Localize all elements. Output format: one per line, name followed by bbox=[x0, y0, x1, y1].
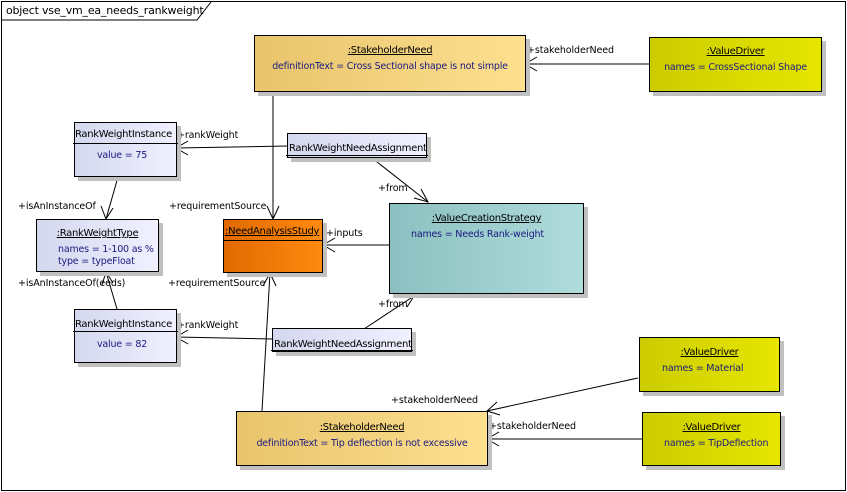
label-rank-weight-2: +rankWeight bbox=[177, 320, 239, 331]
label-stakeholder-need-top: +stakeholderNeed bbox=[527, 45, 614, 56]
header-divider bbox=[73, 331, 178, 332]
arrowhead-icon bbox=[101, 270, 114, 286]
link-rwna2-rwi2 bbox=[175, 336, 273, 340]
frame-tab-outline bbox=[1, 1, 212, 21]
rank-weight-need-assignment-node-2[interactable]: RankWeightNeedAssignment bbox=[271, 328, 413, 352]
node-attribute-type: type = typeFloat bbox=[58, 256, 135, 267]
node-title: :ValueDriver bbox=[680, 347, 739, 358]
node-attribute: definitionText = Tip deflection is not e… bbox=[256, 438, 468, 449]
header-divider bbox=[271, 350, 413, 351]
node-attribute: names = Material bbox=[662, 363, 744, 374]
link-rwna1-rwi1 bbox=[175, 145, 288, 149]
label-from-1: +from bbox=[378, 183, 408, 194]
frame-title-tab: object vse_vm_ea_needs_rankweight bbox=[1, 1, 212, 21]
value-creation-strategy-node[interactable]: :ValueCreationStrategy names = Needs Ran… bbox=[389, 203, 584, 294]
label-requirement-source-1: +requirementSource bbox=[169, 201, 267, 212]
label-inputs: +inputs bbox=[326, 228, 363, 239]
link-rwna1-vcs bbox=[371, 157, 429, 203]
arrowhead-icon bbox=[100, 205, 114, 221]
value-driver-node-3[interactable]: :ValueDriver names = TipDeflection bbox=[642, 412, 781, 466]
need-analysis-study-node[interactable]: :NeedAnalysisStudy bbox=[223, 219, 323, 273]
link-rwi2-type bbox=[105, 271, 118, 310]
rank-weight-instance-node-1[interactable]: RankWeightInstance value = 75 bbox=[73, 122, 178, 177]
label-stakeholder-need-mid: +stakeholderNeed bbox=[391, 395, 478, 406]
rank-weight-need-assignment-node-1[interactable]: RankWeightNeedAssignment bbox=[286, 133, 428, 158]
arrowhead-icon bbox=[400, 295, 415, 308]
label-is-an-instance-of: +isAnInstanceOf bbox=[18, 201, 96, 212]
node-title: :StakeholderNeed bbox=[347, 45, 433, 56]
node-attribute: names = TipDeflection bbox=[664, 438, 769, 449]
node-attribute-names: names = 1-100 as % bbox=[58, 244, 154, 255]
rank-weight-instance-node-2[interactable]: RankWeightInstance value = 82 bbox=[73, 309, 178, 363]
arrowhead-icon bbox=[413, 188, 430, 203]
link-need2-study bbox=[261, 272, 271, 412]
node-title: :NeedAnalysisStudy bbox=[225, 226, 320, 237]
label-stakeholder-need-bottom: +stakeholderNeed bbox=[489, 421, 576, 432]
diagram-title: object vse_vm_ea_needs_rankweight bbox=[6, 4, 204, 17]
node-title: :RankWeightType bbox=[56, 228, 139, 239]
link-rwna2-vcs bbox=[363, 295, 415, 330]
node-title: RankWeightNeedAssignment bbox=[289, 143, 427, 154]
stakeholder-need-node-2[interactable]: :StakeholderNeed definitionText = Tip de… bbox=[236, 411, 488, 466]
link-driver2-need2 bbox=[486, 377, 639, 412]
label-rank-weight-1: +rankWeight bbox=[177, 130, 239, 141]
header-divider bbox=[286, 155, 428, 156]
link-rwi1-type bbox=[105, 176, 119, 220]
rank-weight-type-node[interactable]: :RankWeightType names = 1-100 as % type … bbox=[36, 219, 159, 272]
node-attribute: names = Needs Rank-weight bbox=[411, 229, 544, 240]
value-driver-node-1[interactable]: :ValueDriver names = CrossSectional Shap… bbox=[649, 37, 822, 92]
node-attribute: names = CrossSectional Shape bbox=[664, 62, 807, 73]
header-divider bbox=[73, 143, 178, 144]
stakeholder-need-node-1[interactable]: :StakeholderNeed definitionText = Cross … bbox=[254, 35, 526, 92]
value-driver-node-2[interactable]: :ValueDriver names = Material bbox=[639, 337, 780, 392]
node-title: :ValueDriver bbox=[706, 46, 765, 57]
label-from-2: +from bbox=[378, 299, 408, 310]
node-title: RankWeightInstance bbox=[75, 319, 172, 330]
node-title: :StakeholderNeed bbox=[319, 422, 405, 433]
node-attribute: value = 75 bbox=[97, 150, 148, 161]
label-requirement-source-2: +requirementSource bbox=[168, 278, 266, 289]
header-divider bbox=[224, 240, 322, 241]
node-attribute: definitionText = Cross Sectional shape i… bbox=[272, 61, 508, 72]
arrowhead-icon bbox=[262, 271, 277, 287]
node-attribute: value = 82 bbox=[97, 339, 148, 350]
node-title: :ValueDriver bbox=[682, 422, 741, 433]
node-title: RankWeightInstance bbox=[75, 129, 172, 140]
arrowhead-icon bbox=[322, 237, 336, 253]
node-title: RankWeightNeedAssignment bbox=[274, 339, 412, 350]
label-is-an-instance-of-2: +isAnInstanceOf(eeds) bbox=[18, 278, 126, 289]
node-title: :ValueCreationStrategy bbox=[431, 213, 542, 224]
